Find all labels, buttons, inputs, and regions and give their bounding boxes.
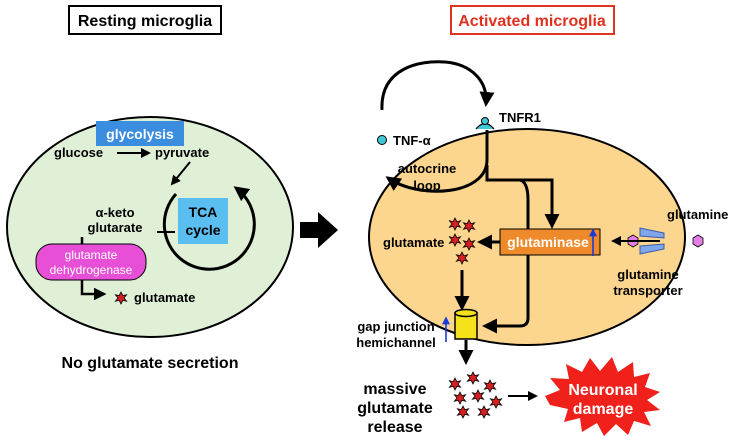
tca-label-line2: cycle	[185, 222, 220, 238]
hemichannel-top	[454, 308, 478, 318]
pyruvate-label: pyruvate	[155, 145, 209, 160]
resting-footer: No glutamate secretion	[62, 355, 239, 372]
gap-label-line1: gap junction	[357, 319, 434, 334]
glutaminase-label: glutaminase	[507, 234, 589, 250]
transporter-label-line2: transporter	[613, 283, 682, 298]
autocrine-loop-arrow	[385, 130, 489, 193]
autocrine-label-line1: autocrine	[398, 161, 457, 176]
glutamate-star	[448, 377, 462, 391]
tnf-to-receptor-arrow	[380, 60, 495, 111]
transporter-lower	[639, 243, 665, 255]
gdh-box	[35, 243, 147, 281]
transporter-label-line1: glutamine	[617, 267, 678, 282]
tnfr1-receptor-head	[481, 117, 489, 125]
neuronal-damage-burst	[545, 357, 660, 436]
aketo-label-line2: glutarate	[88, 220, 143, 235]
glucose-label: glucose	[54, 145, 103, 160]
activated-glutamate-label: glutamate	[383, 235, 444, 250]
glycolysis-box	[96, 121, 184, 146]
glutamate-star	[453, 391, 467, 405]
activated-title: Activated microglia	[458, 13, 606, 30]
tnfr1-label: TNFR1	[499, 110, 541, 125]
resting-title: Resting microglia	[78, 13, 212, 30]
glutamate-star	[489, 395, 503, 409]
gdh-label-line2: dehydrogenase	[50, 263, 133, 277]
glutamine-label: glutamine	[667, 207, 728, 222]
resting-glutamate-label: glutamate	[134, 290, 195, 305]
glycolysis-label: glycolysis	[106, 126, 174, 142]
tca-cycle-arrow	[162, 186, 256, 271]
glutamate-star	[456, 405, 470, 419]
pyruvate-to-tca-arrow	[170, 161, 191, 186]
glutamate-star	[471, 389, 485, 403]
release-label-line3: release	[367, 419, 422, 436]
glutaminase-box	[499, 228, 601, 256]
release-label-line1: massive	[363, 381, 426, 398]
tca-box	[178, 198, 228, 244]
glutamate-star	[477, 405, 491, 419]
tca-label-line1: TCA	[189, 204, 218, 220]
activated-title-box	[450, 5, 615, 35]
aketo-label-line1: α-keto	[95, 205, 134, 220]
release-label-line2: glutamate	[357, 400, 433, 417]
autocrine-label-line2: loop	[413, 178, 440, 193]
resting-cell	[6, 116, 294, 338]
glutamate-star	[483, 379, 497, 393]
glutamine-outer-molecule	[692, 234, 704, 248]
tnf-alpha-dot	[377, 135, 387, 145]
gap-label-line2: hemichannel	[356, 335, 435, 350]
tnf-alpha-label: TNF-α	[393, 133, 431, 148]
resting-title-box	[68, 5, 222, 35]
transition-arrow	[300, 212, 338, 248]
damage-label-line1: Neuronal	[568, 382, 637, 399]
gdh-label-line1: glutamate	[65, 248, 118, 262]
receptor-to-hemichannel-arrow	[482, 178, 530, 334]
damage-label-line2: damage	[573, 401, 634, 418]
transporter-upper	[639, 227, 665, 239]
glutamate-star	[466, 371, 480, 385]
